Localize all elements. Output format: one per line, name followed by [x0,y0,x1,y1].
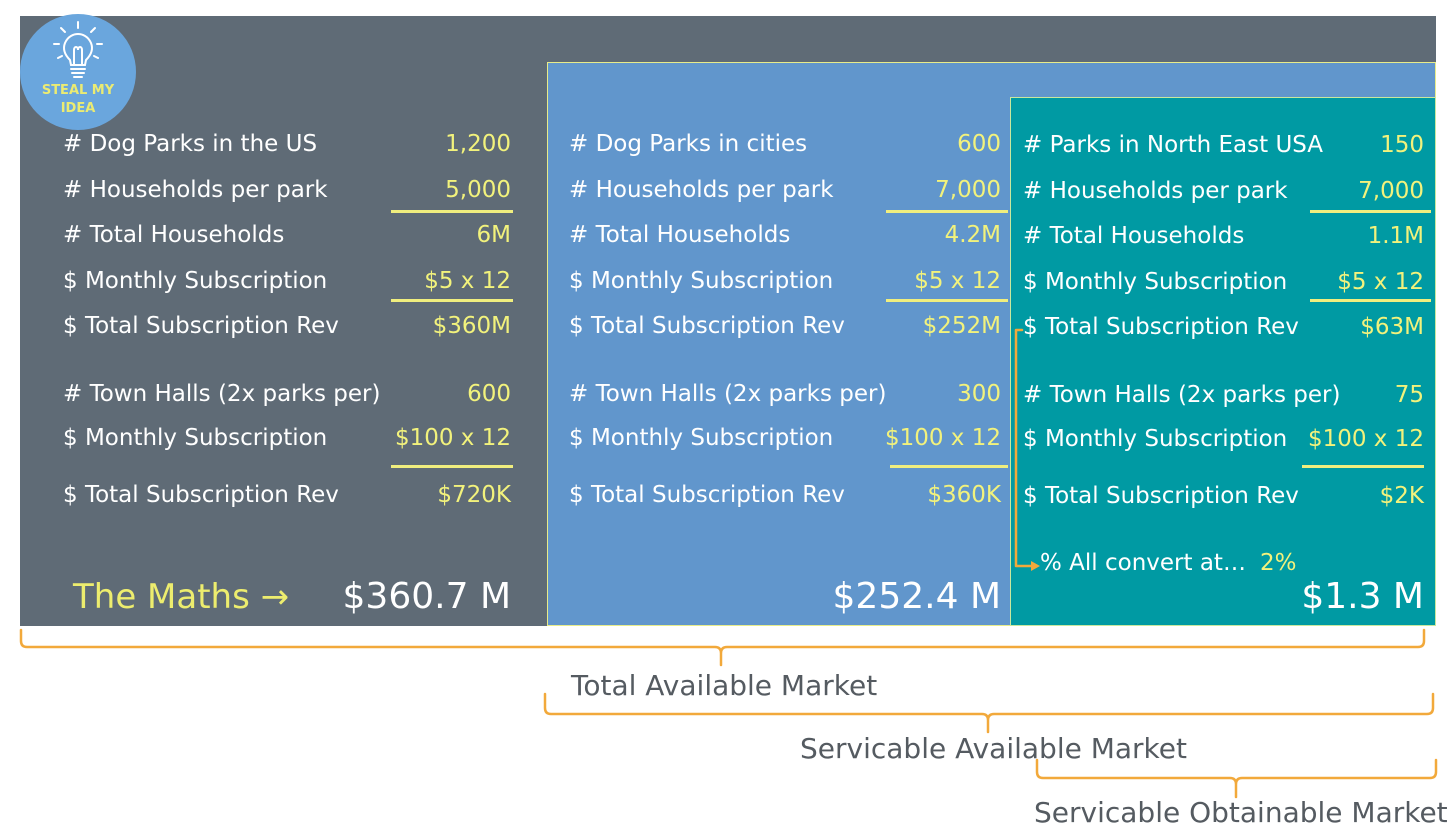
row-label: $ Total Subscription Rev [569,482,845,508]
steal-my-idea-logo: STEAL MY IDEA [20,14,136,130]
row-label: $ Total Subscription Rev [1023,483,1299,509]
row-value: 600 [467,381,511,407]
sum-underline [1302,465,1424,468]
row-label: # Dog Parks in cities [569,131,808,157]
sum-underline [886,210,1008,213]
tam-row: $ Total Subscription Rev $720K [63,478,511,512]
sam-row: $ Monthly Subscription $100 x 12 [569,421,1001,455]
logo-text: STEAL MY IDEA [20,82,136,118]
som-row: $ Monthly Subscription $5 x 12 [1023,265,1424,299]
row-value: $5 x 12 [914,268,1001,294]
sam-row: # Dog Parks in cities 600 [569,127,1001,161]
sam-row: # Total Households 4.2M [569,218,1001,252]
conversion-value: 2% [1259,550,1297,576]
tam-row: $ Monthly Subscription $5 x 12 [63,264,511,298]
servicable-obtainable-market-label: Servicable Obtainable Market [1034,796,1448,829]
row-value: 300 [957,381,1001,407]
the-maths-label: The Maths → [73,577,290,617]
row-label: $ Monthly Subscription [1023,426,1288,452]
som-row: # Households per park 7,000 [1023,174,1424,208]
logo-text-line2: IDEA [60,101,96,116]
lightbulb-icon [53,21,103,78]
row-value: 6M [476,222,511,248]
som-panel [1010,97,1436,626]
tam-row: # Dog Parks in the US 1,200 [63,127,511,161]
row-label: $ Monthly Subscription [63,425,328,451]
row-value: 1.1M [1367,223,1424,249]
sam-row: $ Monthly Subscription $5 x 12 [569,264,1001,298]
row-label: $ Total Subscription Rev [63,313,339,339]
row-label: $ Total Subscription Rev [1023,314,1299,340]
row-label: # Total Households [1023,223,1245,249]
conversion-label: % All convert at… [1040,550,1246,576]
logo-text-line1: STEAL MY [41,83,115,98]
row-value: $5 x 12 [424,268,511,294]
row-value: $252M [922,313,1001,339]
row-value: 7,000 [935,177,1001,203]
row-value: 4.2M [944,222,1001,248]
sam-total: $252.4 M [832,576,1001,617]
som-row: $ Total Subscription Rev $2K [1023,479,1424,513]
sam-row: # Households per park 7,000 [569,173,1001,207]
row-value: 75 [1394,382,1424,408]
tam-row: # Town Halls (2x parks per) 600 [63,377,511,411]
row-value: $100 x 12 [1307,426,1424,452]
row-label: $ Total Subscription Rev [569,313,845,339]
tam-row: # Households per park 5,000 [63,173,511,207]
row-value: $5 x 12 [1337,269,1424,295]
row-label: $ Monthly Subscription [569,425,834,451]
row-label: # Dog Parks in the US [63,131,318,157]
som-row: # Town Halls (2x parks per) 75 [1023,378,1424,412]
sam-row: # Town Halls (2x parks per) 300 [569,377,1001,411]
sum-underline [886,299,1008,302]
tam-row: $ Monthly Subscription $100 x 12 [63,421,511,455]
som-row: $ Total Subscription Rev $63M [1023,310,1424,344]
row-value: $360M [432,313,511,339]
row-value: 1,200 [445,131,511,157]
row-label: # Households per park [63,177,328,203]
som-row: # Total Households 1.1M [1023,219,1424,253]
row-value: $360K [927,482,1001,508]
row-label: $ Monthly Subscription [569,268,834,294]
sum-underline [1310,299,1431,302]
sum-underline [391,299,513,302]
sum-underline [1310,210,1431,213]
row-label: $ Monthly Subscription [63,268,328,294]
row-label: $ Monthly Subscription [1023,269,1288,295]
conversion-rate: % All convert at… 2% [1040,547,1296,579]
row-value: 600 [957,131,1001,157]
tam-bracket [19,628,1426,667]
row-label: # Town Halls (2x parks per) [63,381,381,407]
total-available-market-label: Total Available Market [571,669,878,702]
row-value: $100 x 12 [394,425,511,451]
som-row: $ Monthly Subscription $100 x 12 [1023,422,1424,456]
row-value: $63M [1360,314,1424,340]
row-label: # Total Households [569,222,791,248]
row-label: # Town Halls (2x parks per) [1023,382,1341,408]
sum-underline [890,465,1008,468]
tam-row: $ Total Subscription Rev $360M [63,309,511,343]
row-label: # Parks in North East USA [1023,132,1324,158]
row-label: # Town Halls (2x parks per) [569,381,887,407]
row-value: 5,000 [445,177,511,203]
sum-underline [391,465,513,468]
row-label: $ Total Subscription Rev [63,482,339,508]
row-label: # Households per park [569,177,834,203]
row-label: # Total Households [63,222,285,248]
sam-row: $ Total Subscription Rev $360K [569,478,1001,512]
sum-underline [391,210,513,213]
row-label: # Households per park [1023,178,1288,204]
som-total: $1.3 M [1301,576,1424,617]
tam-row: # Total Households 6M [63,218,511,252]
row-value: 150 [1380,132,1424,158]
sam-row: $ Total Subscription Rev $252M [569,309,1001,343]
row-value: $720K [437,482,511,508]
row-value: 7,000 [1358,178,1424,204]
row-value: $2K [1379,483,1424,509]
servicable-available-market-label: Servicable Available Market [800,732,1187,765]
tam-total: $360.7 M [342,576,511,617]
som-row: # Parks in North East USA 150 [1023,128,1424,162]
row-value: $100 x 12 [884,425,1001,451]
